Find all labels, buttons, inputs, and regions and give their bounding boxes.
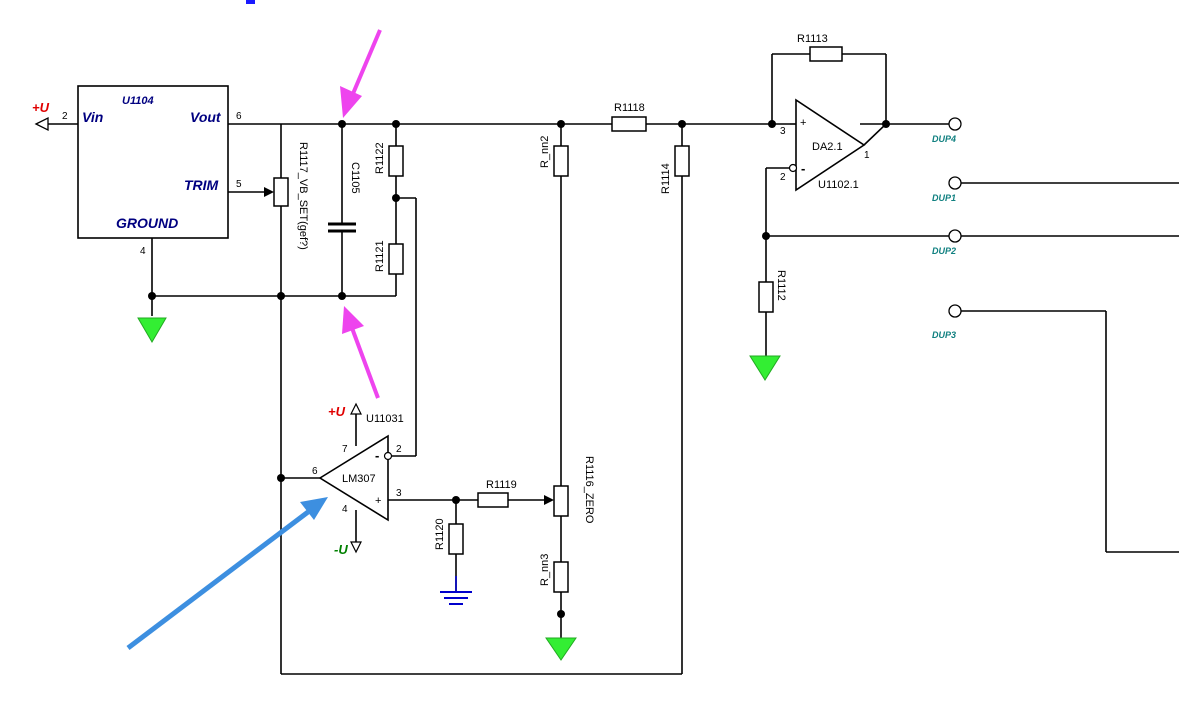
- opamp-lm307: LM307 U11031 6 2 3 7 4 - + +U -U: [312, 402, 404, 557]
- dup4-label: DUP4: [932, 134, 956, 144]
- resistor-r1122: R1122: [374, 142, 404, 177]
- resistor-r1121: R1121: [374, 240, 404, 275]
- lm307-pin-vminus: 4: [342, 504, 348, 515]
- da2-pin-noninv: 3: [780, 126, 786, 137]
- opamp-da2: DA2.1 U1102.1 3 2 1 + -: [780, 98, 887, 192]
- r1116-label: R1116_ZERO: [583, 456, 595, 524]
- da2-pin-out: 1: [864, 150, 870, 161]
- resistor-r1120: R1120: [434, 518, 464, 555]
- r1117-label: R1117_VB_SET(gef?): [297, 142, 309, 250]
- r1118-label: R1118: [614, 102, 645, 114]
- lm307-ref-label: U11031: [366, 413, 404, 425]
- lm307-vplus-label: +U: [328, 404, 346, 419]
- ground-r1120-icon: [440, 576, 472, 605]
- regulator-vin-label: Vin: [82, 109, 103, 125]
- r1121-label: R1121: [374, 240, 386, 272]
- capacitor-c1105: C1105: [328, 162, 361, 233]
- lm307-vminus-label: -U: [334, 542, 348, 557]
- connector-dup1[interactable]: DUP1: [932, 176, 962, 203]
- da2-pin-inv: 2: [780, 172, 786, 183]
- lm307-pin-vplus: 7: [342, 444, 348, 455]
- lm307-pin-inv: 2: [396, 444, 402, 455]
- dup2-label: DUP2: [932, 246, 956, 256]
- regulator-pin-vout: 6: [236, 111, 242, 122]
- resistor-r1118: R1118: [611, 102, 647, 132]
- resistor-r1116: R1116_ZERO: [544, 456, 595, 524]
- pink-arrow-bottom-icon: [342, 306, 380, 399]
- regulator-pin-vin: 2: [62, 111, 68, 122]
- rnn3-label: R_nn3: [539, 554, 551, 586]
- rnn2-label: R_nn2: [539, 136, 551, 168]
- connector-dup2[interactable]: DUP2: [932, 229, 962, 256]
- da2-plus-sign: +: [800, 117, 806, 129]
- resistor-rnn2: R_nn2: [539, 136, 569, 177]
- dup3-label: DUP3: [932, 330, 956, 340]
- resistor-r1117: R1117_VB_SET(gef?): [264, 142, 309, 250]
- lm307-pin-out: 6: [312, 466, 318, 477]
- ground-rnn3-icon: [545, 637, 577, 661]
- c1105-label: C1105: [349, 162, 361, 194]
- dup1-label: DUP1: [932, 193, 956, 203]
- resistor-rnn3: R_nn3: [539, 554, 569, 593]
- resistor-r1112: R1112: [758, 270, 787, 313]
- connector-dup4[interactable]: DUP4: [932, 117, 962, 144]
- regulator-name: U1104: [122, 95, 154, 107]
- resistor-r1114: R1114: [660, 145, 690, 194]
- r1113-label: R1113: [797, 33, 828, 45]
- regulator-u1104: U1104 Vin Vout TRIM GROUND 2 6 5 4: [62, 85, 242, 257]
- wires: [46, 53, 1179, 675]
- regulator-vout-label: Vout: [190, 109, 222, 125]
- top-marker: [246, 0, 255, 4]
- regulator-trim-label: TRIM: [184, 177, 219, 193]
- pink-arrow-top-icon: [340, 29, 382, 118]
- ground-regulator-icon: [137, 317, 167, 343]
- ground-r1112-icon: [749, 355, 781, 381]
- lm307-minus-sign: -: [375, 448, 379, 463]
- lm307-plus-sign: +: [375, 495, 381, 507]
- blue-arrow-icon: [126, 497, 328, 650]
- da2-minus-sign: -: [801, 161, 805, 176]
- da2-ref-label: DA2.1: [812, 141, 843, 153]
- resistor-r1113: R1113: [797, 33, 843, 62]
- regulator-ground-label: GROUND: [116, 215, 178, 231]
- resistor-r1119: R1119: [477, 479, 517, 508]
- vin-power-port: +U: [32, 100, 50, 132]
- vin-power-label: +U: [32, 100, 50, 115]
- r1112-label: R1112: [775, 270, 787, 301]
- junctions: [148, 120, 890, 618]
- lm307-pin-noninv: 3: [396, 488, 402, 499]
- connector-dup3[interactable]: DUP3: [932, 304, 962, 340]
- regulator-pin-trim: 5: [236, 179, 242, 190]
- r1120-label: R1120: [434, 518, 446, 550]
- regulator-pin-ground: 4: [140, 246, 146, 257]
- r1122-label: R1122: [374, 142, 386, 174]
- r1119-label: R1119: [486, 479, 517, 491]
- da2-part-label: U1102.1: [818, 179, 859, 191]
- r1114-label: R1114: [660, 163, 672, 194]
- lm307-part-label: LM307: [342, 473, 376, 485]
